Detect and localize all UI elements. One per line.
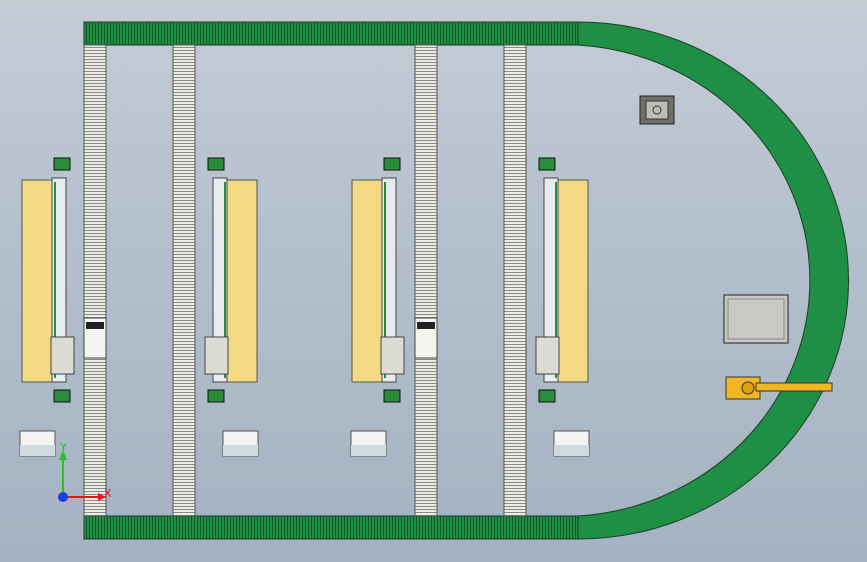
control-unit-knob — [652, 105, 662, 115]
station-2-motor-top — [207, 157, 225, 171]
y-axis-arrow — [59, 450, 67, 460]
axis-triad — [58, 450, 106, 502]
conveyor-2 — [172, 44, 196, 517]
robot-joint — [741, 381, 755, 395]
station-4-panel — [557, 179, 589, 383]
robot-boom — [755, 382, 833, 392]
carriage-1-slot — [86, 322, 104, 329]
conveyor-3 — [414, 44, 438, 517]
station-2-box — [204, 336, 229, 375]
conveyor-1 — [83, 44, 107, 517]
station-3-panel — [351, 179, 383, 383]
station-4 — [535, 157, 590, 457]
top-track — [83, 21, 579, 46]
station-2-panel — [226, 179, 258, 383]
station-3-box — [380, 336, 405, 375]
station-2-motor-bottom — [207, 389, 225, 403]
station-1-rail-green — [54, 182, 56, 378]
y-axis-label: Y — [60, 441, 67, 454]
station-2-rail-green — [224, 182, 226, 378]
bottom-track — [83, 515, 579, 540]
conveyors — [83, 44, 527, 517]
station-3 — [350, 157, 405, 457]
robot-arm — [725, 376, 833, 400]
station-3-motor-bottom — [383, 389, 401, 403]
station-3-rail-green — [384, 182, 386, 378]
station-1-box — [50, 336, 75, 375]
pallet-inner — [727, 298, 785, 340]
z-axis-dot — [58, 492, 68, 502]
station-4-motor-top — [538, 157, 556, 171]
station-3-motor-top — [383, 157, 401, 171]
control-unit-face — [645, 100, 669, 120]
x-axis-arrow — [98, 493, 106, 501]
station-1-motor-top — [53, 157, 71, 171]
station-2-rail — [212, 177, 228, 383]
station-1-motor-bottom — [53, 389, 71, 403]
station-4-plate-shade — [554, 445, 589, 456]
station-4-rail — [543, 177, 559, 383]
station-2-plate-shade — [223, 445, 258, 456]
carriage-3-slot — [417, 322, 435, 329]
pallet — [723, 294, 789, 344]
station-4-box — [535, 336, 560, 375]
station-2 — [204, 157, 259, 457]
curved-track — [577, 21, 849, 540]
station-4-rail-green — [555, 182, 557, 378]
conveyor-4 — [503, 44, 527, 517]
station-1-panel — [21, 179, 53, 383]
control-unit — [639, 95, 675, 125]
station-1 — [19, 157, 75, 457]
station-4-motor-bottom — [538, 389, 556, 403]
station-3-plate-shade — [351, 445, 386, 456]
x-axis-label: X — [104, 487, 112, 500]
station-1-plate-shade — [20, 445, 55, 456]
